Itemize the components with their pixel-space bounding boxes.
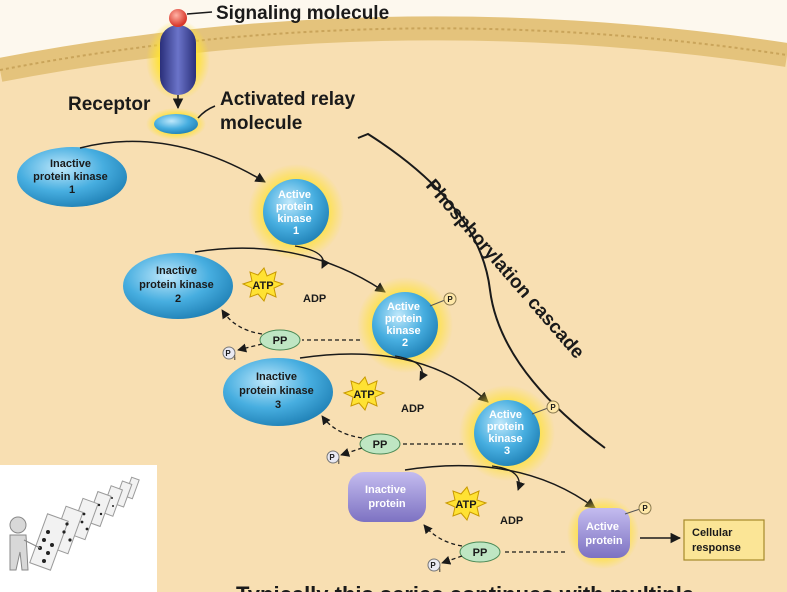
adp-label-1: ADP [303, 293, 326, 305]
active-protein [578, 508, 630, 558]
inactive-protein-kinase-2 [123, 253, 233, 319]
svg-text:P: P [225, 349, 231, 358]
svg-text:P: P [329, 453, 335, 462]
inactive-kinase-2-label: Inactive protein kinase 2 [139, 265, 217, 305]
cellular-response-box [683, 519, 765, 561]
protein-phosphatase-2 [359, 433, 401, 455]
activation-arrow-3 [299, 353, 489, 403]
active-kinase-1-label: Active protein kinase 1 [276, 189, 316, 237]
atp-to-adp-arrow-1 [294, 245, 330, 269]
pp-label-3: PP [473, 547, 488, 559]
atp-label-1: ATP [252, 280, 273, 292]
phosphate-tag-3: P [531, 400, 560, 415]
relay-label-line2: molecule [220, 113, 302, 134]
active-kinase-2-label: Active protein kinase 2 [385, 301, 425, 349]
svg-text:P: P [642, 504, 648, 513]
atp-burst-3: ATP [444, 486, 488, 521]
protein-phosphatase-3 [459, 541, 501, 563]
inorganic-phosphate-1: P i [222, 346, 236, 362]
protein-phosphatase-1 [259, 329, 301, 351]
cascade-bracket [357, 132, 606, 449]
inorganic-phosphate-2: P i [326, 450, 340, 466]
active-protein-kinase-3 [474, 400, 540, 466]
phosphate-tag-2: P [429, 292, 457, 307]
adp-label-2: ADP [401, 403, 424, 415]
signaling-molecule-pointer [186, 11, 213, 15]
atp-label-2: ATP [353, 389, 374, 401]
svg-text:i: i [439, 568, 441, 574]
inactive-kinase-3-label: Inactive protein kinase 3 [239, 371, 317, 411]
active-protein-label: Active protein [585, 521, 623, 547]
pi-release-arrow-3 [441, 555, 463, 565]
active-protein-kinase-2 [372, 292, 438, 358]
pi-release-arrow-2 [340, 447, 363, 457]
signaling-molecule [169, 9, 187, 27]
active-protein-kinase-1 [263, 179, 329, 245]
pp-label-2: PP [373, 439, 388, 451]
phosphate-tag-4: P [624, 501, 652, 515]
atp-to-adp-arrow-2 [394, 355, 428, 381]
atp-to-adp-arrow-3 [491, 465, 525, 491]
cellular-response-label: Cellular response [692, 527, 741, 554]
atp-burst-1: ATP [241, 267, 285, 302]
active-kinase-3-label: Active protein kinase 3 [487, 409, 527, 457]
bottom-caption: Typically this series continues with mul… [236, 582, 694, 592]
svg-text:P: P [550, 403, 556, 412]
activation-arrow-1 [79, 140, 266, 183]
dephosphorylation-arrow-3 [423, 524, 463, 547]
relay-label-line1: Activated relay [220, 89, 356, 110]
adp-label-3: ADP [500, 515, 523, 527]
receptor-label: Receptor [68, 94, 151, 115]
dephosphorylation-arrow-2 [321, 415, 363, 439]
atp-burst-2: ATP [342, 376, 386, 411]
pp-label-1: PP [273, 335, 288, 347]
inactive-kinase-1-label: Inactive protein kinase 1 [33, 158, 111, 196]
inactive-protein-kinase-1 [17, 147, 127, 207]
receptor [160, 25, 196, 95]
dephosphorylation-arrow-1 [221, 309, 263, 335]
cell-membrane [0, 16, 787, 82]
domino-photo-inset [0, 465, 157, 592]
svg-text:P: P [430, 561, 436, 570]
svg-text:P: P [447, 295, 453, 304]
svg-text:i: i [234, 356, 236, 362]
inorganic-phosphate-3: P i [427, 558, 441, 574]
signaling-molecule-label: Signaling molecule [216, 3, 389, 24]
inactive-protein [348, 472, 426, 522]
relay-pointer [197, 105, 216, 119]
atp-label-3: ATP [455, 499, 476, 511]
inactive-protein-kinase-3 [223, 358, 333, 426]
activation-arrow-2 [194, 247, 386, 293]
svg-text:i: i [338, 460, 340, 466]
activated-relay-molecule [154, 114, 198, 134]
inactive-protein-label: Inactive protein [365, 484, 409, 510]
